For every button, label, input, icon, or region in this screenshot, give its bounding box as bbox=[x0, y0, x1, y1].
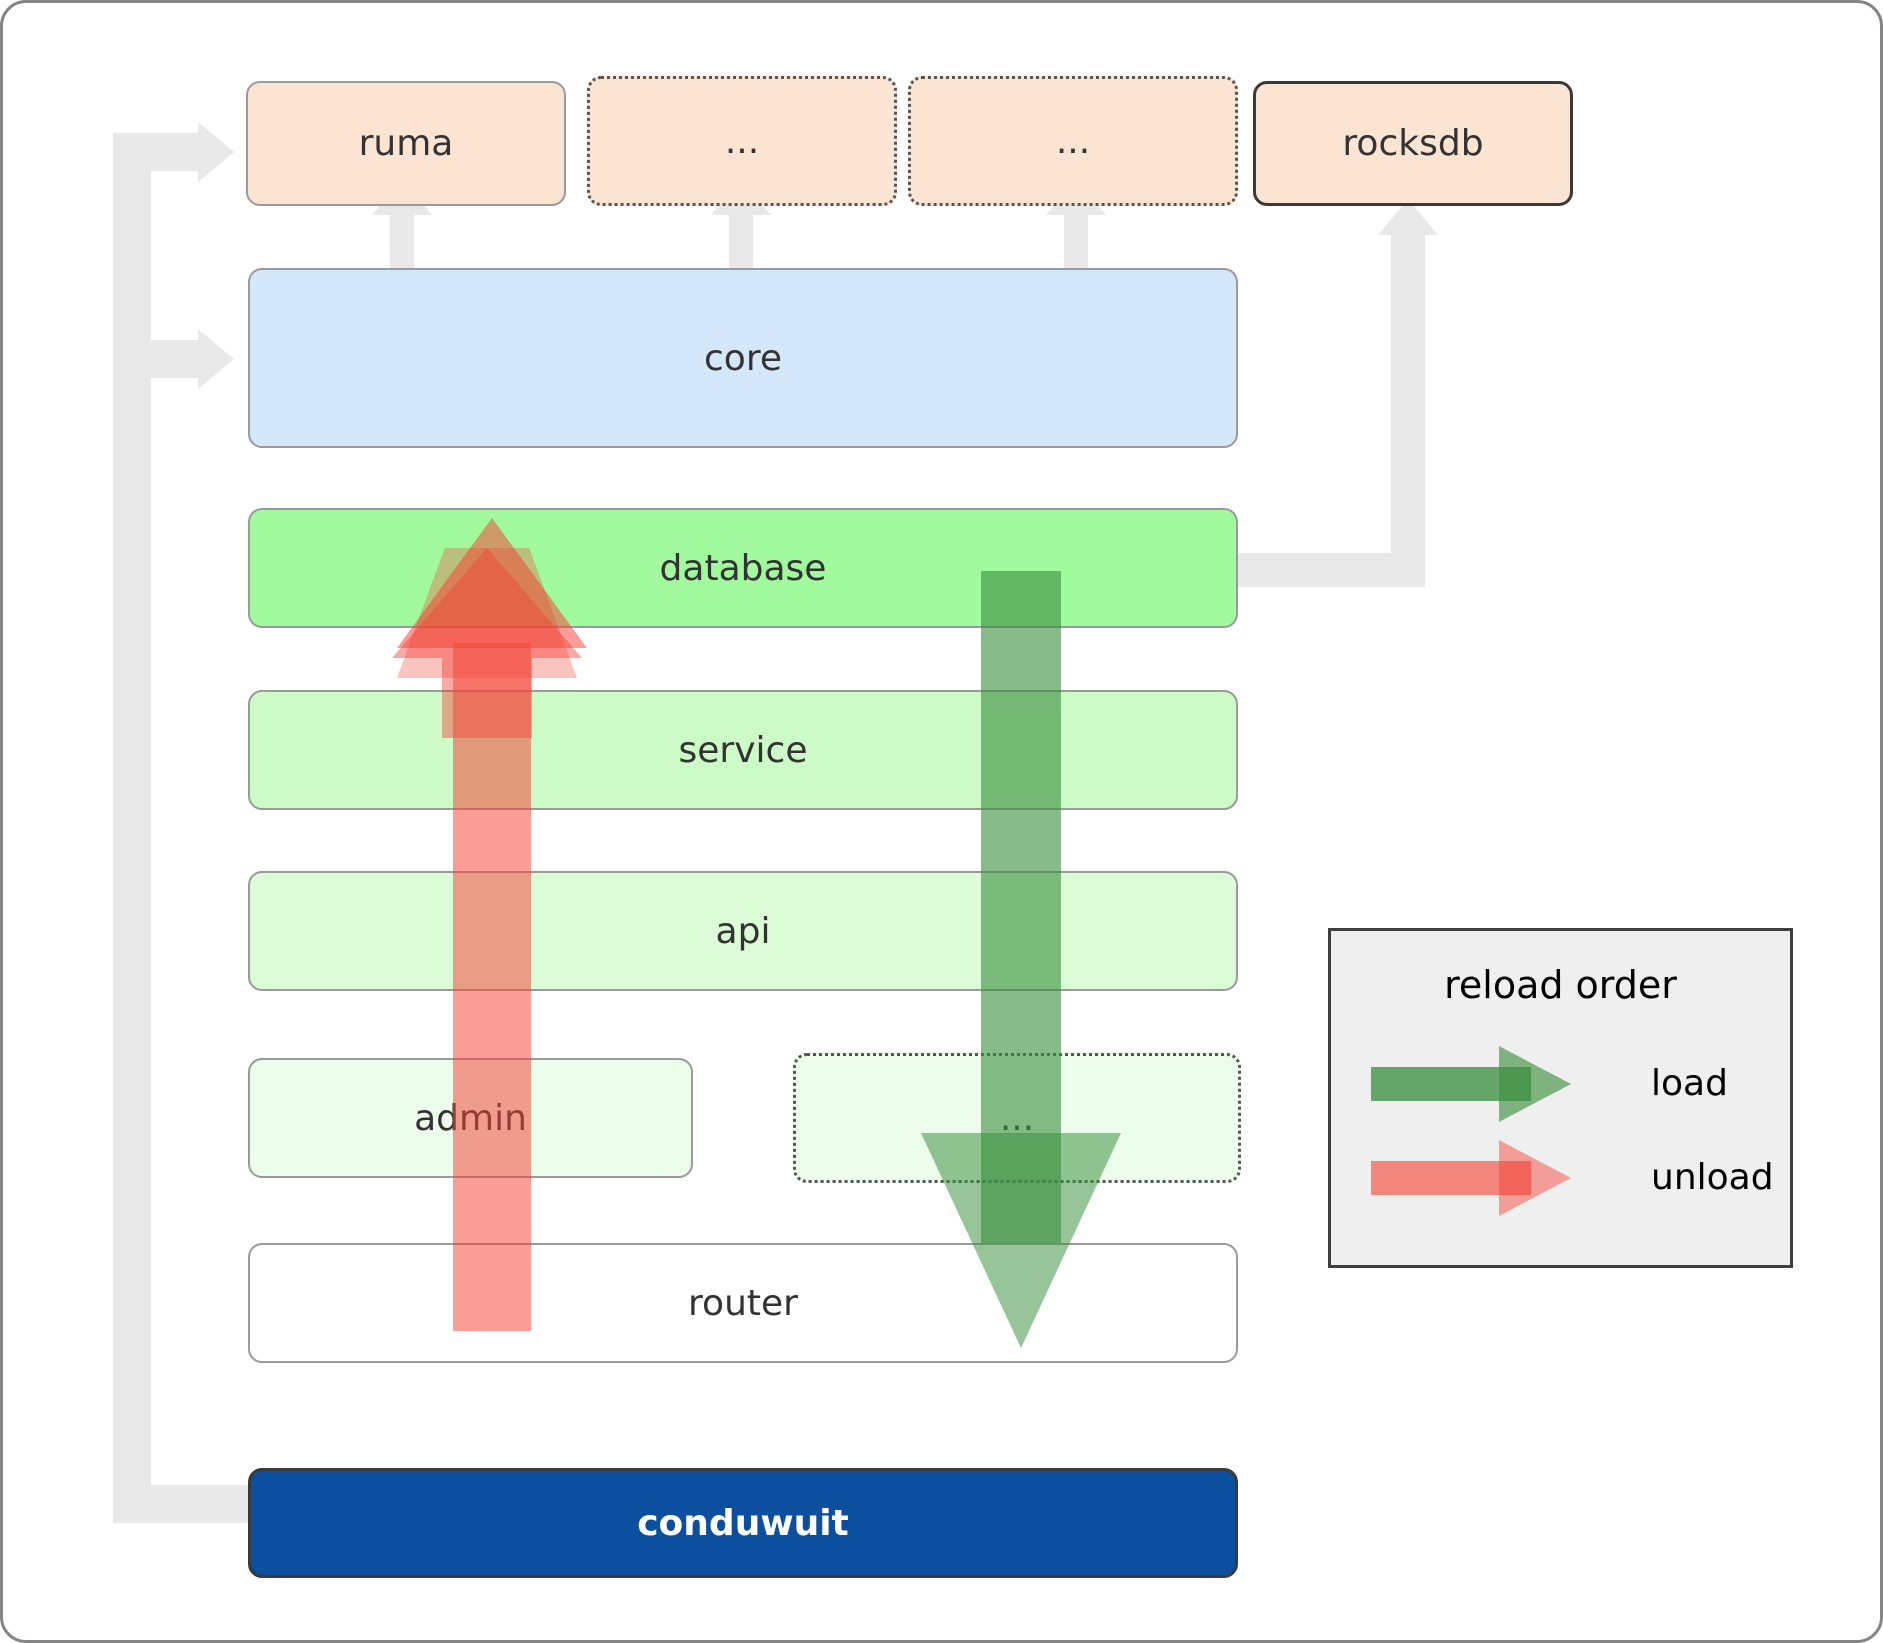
unload-arrow-tip-icon bbox=[397, 433, 577, 678]
layer-node-service[interactable]: service bbox=[248, 690, 1238, 810]
layer-label-conduwuit: conduwuit bbox=[637, 1502, 849, 1544]
layer-label-api: api bbox=[715, 910, 771, 952]
dependency-node-dots-2[interactable]: ... bbox=[908, 76, 1238, 206]
connector-root-horizontal bbox=[113, 1485, 253, 1523]
legend-unload-label: unload bbox=[1651, 1157, 1774, 1198]
layer-node-router[interactable]: router bbox=[248, 1243, 1238, 1363]
connector-core-to-dots1-stem bbox=[729, 213, 753, 273]
legend-unload-shaft bbox=[1371, 1161, 1531, 1195]
layer-node-core[interactable]: core bbox=[248, 268, 1238, 448]
connector-core-to-ruma-stem bbox=[390, 213, 414, 273]
connector-branch-core bbox=[113, 340, 203, 378]
load-arrow-shaft bbox=[981, 571, 1061, 1243]
dependency-node-rocksdb[interactable]: rocksdb bbox=[1253, 81, 1573, 206]
unload-arrow-head-icon bbox=[397, 518, 587, 648]
legend-title: reload order bbox=[1444, 963, 1677, 1007]
connector-arrow-core-icon bbox=[198, 329, 234, 389]
unload-arrow-head-wings-icon bbox=[392, 548, 582, 738]
load-arrow-head-wings-icon bbox=[921, 1133, 1121, 1348]
legend-row-unload: unload bbox=[1331, 931, 1790, 1265]
connector-arrow-ruma-icon bbox=[198, 122, 234, 182]
unload-arrow-shaft bbox=[453, 643, 531, 1331]
dependency-node-ruma[interactable]: ruma bbox=[246, 81, 566, 206]
layer-label-router: router bbox=[688, 1282, 798, 1324]
dependency-label-ruma: ruma bbox=[358, 123, 454, 164]
connector-database-to-rocksdb-vertical bbox=[1391, 233, 1425, 587]
connector-core-to-dots2-stem bbox=[1064, 213, 1088, 273]
legend-panel: reload order load unload bbox=[1328, 928, 1793, 1268]
layer-label-database: database bbox=[659, 547, 827, 589]
layer-node-api[interactable]: api bbox=[248, 871, 1238, 991]
dependency-label-dots-2: ... bbox=[1055, 120, 1091, 162]
layer-label-core: core bbox=[704, 337, 782, 379]
dependency-node-dots-1[interactable]: ... bbox=[587, 76, 897, 206]
dependency-label-dots-1: ... bbox=[724, 120, 760, 162]
legend-load-label: load bbox=[1651, 1063, 1728, 1104]
layer-node-conduwuit[interactable]: conduwuit bbox=[248, 1468, 1238, 1578]
layer-label-service: service bbox=[678, 729, 808, 771]
legend-unload-arrowhead-icon bbox=[1499, 1140, 1571, 1216]
dependency-label-rocksdb: rocksdb bbox=[1342, 123, 1484, 164]
legend-row-load: load bbox=[1331, 931, 1790, 1265]
connector-branch-ruma bbox=[113, 133, 203, 171]
legend-load-arrowhead-icon bbox=[1499, 1046, 1571, 1122]
